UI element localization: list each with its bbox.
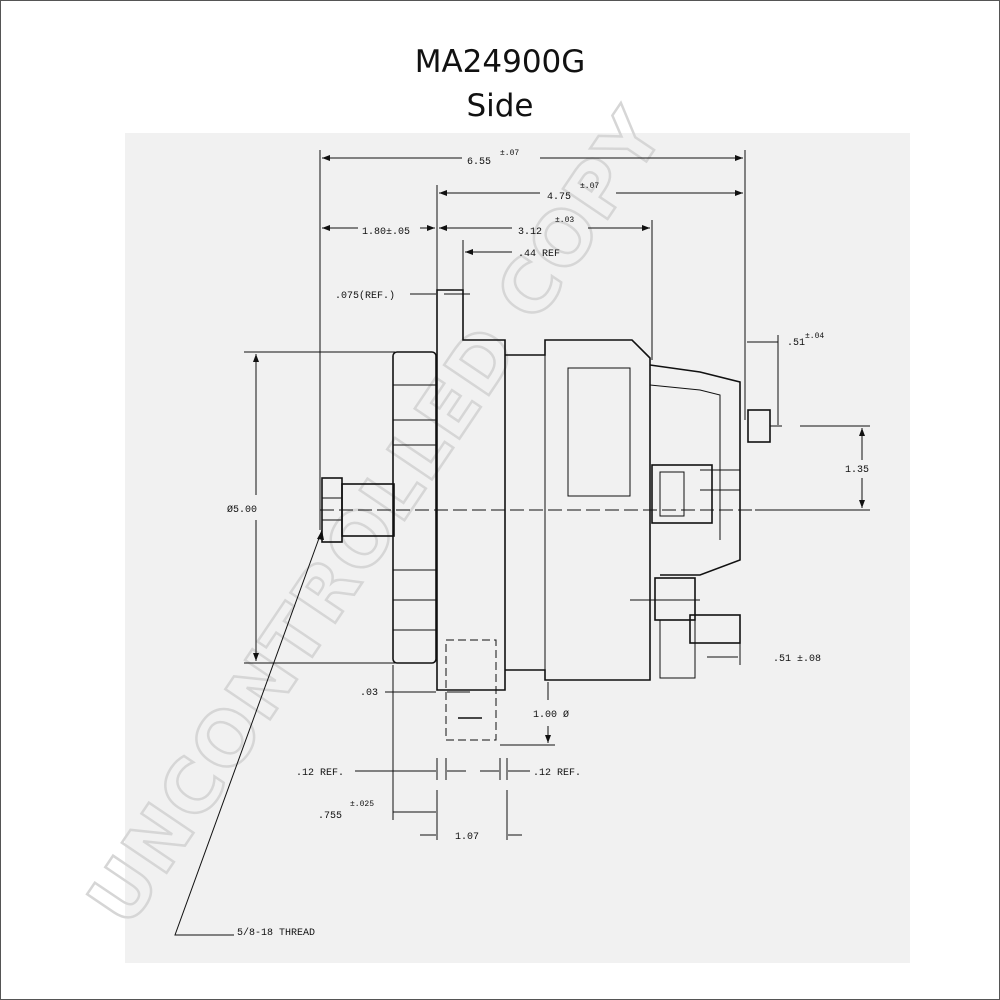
dim-body-tolerance: ±.07 [580,182,599,191]
thread-spec-label: 5/8-18 THREAD [237,927,315,939]
dimension-lines [174,150,870,936]
dim-755-tolerance: ±.025 [350,800,374,809]
dim-mid-tolerance: ±.03 [555,216,574,225]
dim-terminal-upper: .51 [787,338,805,349]
dim-overall-length: 6.55 [467,157,491,168]
dim-overall-tolerance: ±.07 [500,149,519,158]
dim-terminal-upper-tolerance: ±.04 [805,332,824,341]
dim-755: .755 [318,811,342,822]
dim-terminal-lower: .51 ±.08 [773,654,821,665]
alternator-body [321,289,782,741]
dim-107: 1.07 [455,832,479,843]
dim-ref-12-right: .12 REF. [533,768,581,779]
dim-diameter: Ø5.00 [227,504,257,516]
dim-front-length: 1.80±.05 [362,227,410,238]
dim-mid-length: 3.12 [518,227,542,238]
dim-ref-075: .075(REF.) [335,290,395,302]
watermark-text: UNCONTROLLED COPY [72,94,682,940]
dim-003: .03 [360,688,378,699]
dimension-labels: 6.55 ±.07 4.75 ±.07 1.80±.05 3.12 ±.03 .… [227,149,869,939]
dim-ref-12-left: .12 REF. [296,768,344,779]
dim-terminal-spacing: 1.35 [845,465,869,476]
view-subtitle: Side [466,88,534,124]
part-number-title: MA24900G [414,44,586,80]
dim-ref-44: .44 REF [518,249,560,260]
dim-body-length: 4.75 [547,192,571,203]
dim-bore: 1.00 Ø [533,709,569,721]
